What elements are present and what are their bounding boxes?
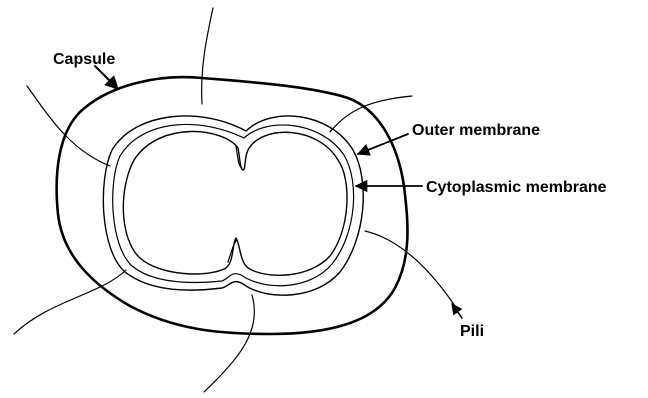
capsule-outline [57,77,408,334]
pili-arrow [452,304,462,318]
outer-membrane-arrow [358,134,408,154]
capsule-label: Capsule [53,51,115,68]
pilus-top [202,8,213,104]
pili-label: Pili [460,323,484,340]
pilus-lower-left [14,270,126,334]
periplasm-outline [113,124,354,285]
cytoplasmic-membrane-outline [123,131,347,275]
outer-membrane-label: Outer membrane [412,122,540,139]
cytoplasmic-membrane-label: Cytoplasmic membrane [426,179,607,196]
pilus-bottom [204,295,254,392]
capsule-arrow [95,66,118,89]
pilus-lower-right [365,231,455,306]
